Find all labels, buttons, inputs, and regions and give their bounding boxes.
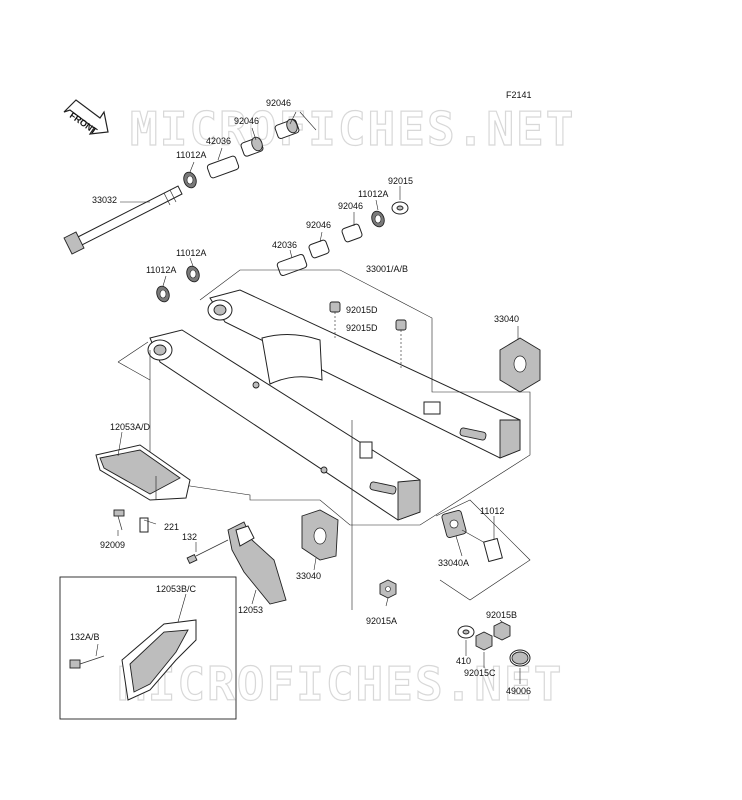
label-11012A-left1: 11012A xyxy=(176,248,206,258)
label-92009: 92009 xyxy=(100,540,125,550)
label-11012A-right: 11012A xyxy=(358,189,388,199)
part-labels: 92046 92046 42036 11012A 33032 92015 110… xyxy=(70,98,531,696)
label-42036-mid: 42036 xyxy=(272,240,297,250)
label-33032: 33032 xyxy=(92,195,117,205)
needle-bearing-92046-b xyxy=(240,136,264,157)
label-42036-top: 42036 xyxy=(206,136,231,146)
label-132: 132 xyxy=(182,532,197,542)
label-132AB: 132A/B xyxy=(70,632,100,642)
chain-slider-33040 xyxy=(301,509,339,561)
inset-box xyxy=(59,576,237,720)
pivot-shaft-33032 xyxy=(63,185,183,255)
label-92015D-1: 92015D xyxy=(346,305,378,315)
plate-11012 xyxy=(483,537,503,563)
label-92046-top: 92046 xyxy=(266,98,291,108)
leader-lines xyxy=(95,111,521,684)
nut-92015B xyxy=(493,621,511,641)
label-33001AB: 33001/A/B xyxy=(366,264,408,274)
label-11012A-top: 11012A xyxy=(176,150,206,160)
label-92046-r1: 92046 xyxy=(338,201,363,211)
label-92015C: 92015C xyxy=(464,668,496,678)
cap-49006 xyxy=(509,649,531,667)
seal-11012A-left1 xyxy=(186,265,200,283)
nut-92015C xyxy=(475,631,493,651)
chain-adjuster-33040A xyxy=(441,510,495,549)
label-410: 410 xyxy=(456,656,471,666)
label-92015B: 92015B xyxy=(486,610,517,620)
chain-guard-12053 xyxy=(227,521,287,605)
label-33040A: 33040A xyxy=(438,558,469,568)
label-11012: 11012 xyxy=(480,506,504,516)
watermark-top: MICROFICHES.NET xyxy=(130,102,575,156)
washer-410 xyxy=(457,625,475,639)
fitting-92015D-1 xyxy=(329,301,341,340)
seal-11012A-right xyxy=(371,210,385,228)
label-33040-right: 33040 xyxy=(494,314,519,324)
bolt-132AB xyxy=(69,655,105,669)
label-221: 221 xyxy=(164,522,179,532)
chain-slider-33040-right xyxy=(499,337,541,393)
bolt-132 xyxy=(186,539,229,565)
collar-42036-top xyxy=(206,155,240,179)
chain-guide-12053BC xyxy=(121,619,197,701)
swingarm-33001AB xyxy=(147,289,521,521)
label-92015: 92015 xyxy=(388,176,413,186)
assembly-outline xyxy=(149,269,531,526)
figure-code: F2141 xyxy=(506,90,532,100)
label-12053AD: 12053A/D xyxy=(110,422,151,432)
label-11012A-left2: 11012A xyxy=(146,265,176,275)
label-92046-r2: 92046 xyxy=(306,220,331,230)
label-12053BC: 12053B/C xyxy=(156,584,197,594)
needle-bearing-92046-r2 xyxy=(308,239,330,259)
fitting-92015D-2 xyxy=(395,319,407,368)
label-92015A: 92015A xyxy=(366,616,397,626)
label-92015D-2: 92015D xyxy=(346,323,378,333)
label-33040: 33040 xyxy=(296,571,321,581)
top-bearing-stack xyxy=(183,118,300,189)
seal-11012A-top xyxy=(183,171,197,189)
front-arrow-icon: FRONT xyxy=(63,99,109,136)
cap-92015 xyxy=(391,201,409,215)
nut-92015A xyxy=(379,579,397,599)
label-12053: 12053 xyxy=(238,605,263,615)
chain-guide-12053AD xyxy=(95,444,191,501)
seal-11012A-left2 xyxy=(156,285,170,303)
collar-221 xyxy=(139,517,149,533)
label-92046-b: 92046 xyxy=(234,116,259,126)
watermark-bottom: MICROFICHES.NET xyxy=(118,657,563,711)
needle-bearing-92046-r1 xyxy=(341,223,363,243)
bolt-92009 xyxy=(113,509,125,531)
needle-bearing-92046-top xyxy=(274,118,300,139)
label-49006: 49006 xyxy=(506,686,531,696)
